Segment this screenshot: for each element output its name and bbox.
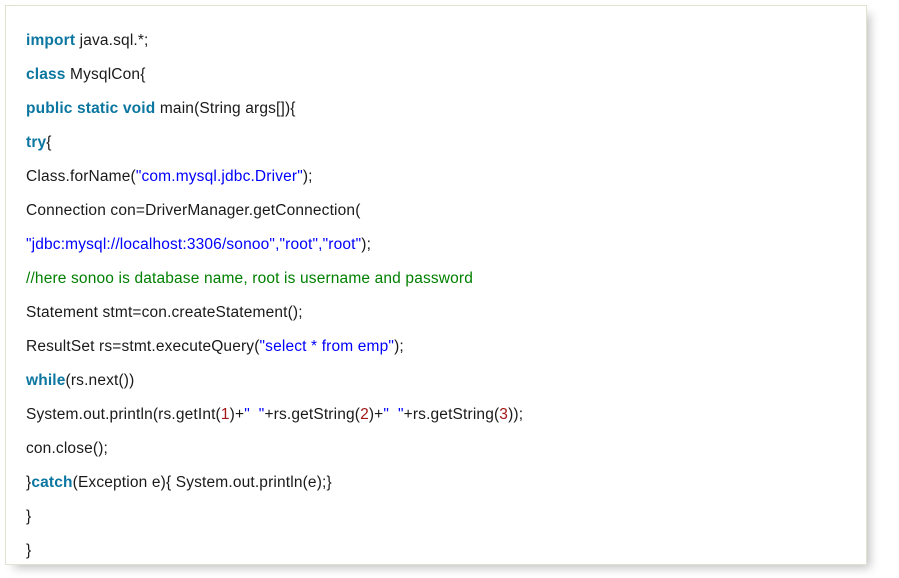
code-token-str: " "	[383, 406, 404, 423]
code-line: }	[26, 500, 866, 534]
code-token-plain: (rs.next())	[65, 372, 135, 389]
code-token-str: "jdbc:mysql://localhost:3306/sonoo","roo…	[26, 236, 362, 253]
code-token-plain: )+	[368, 406, 384, 423]
code-token-plain: Statement stmt=con.createStatement();	[26, 304, 303, 321]
code-token-plain: +rs.getString(	[264, 406, 361, 423]
code-token-cmt: //here sonoo is database name, root is u…	[26, 270, 474, 287]
code-token-plain: );	[361, 236, 372, 253]
code-token-kw: import	[26, 32, 76, 49]
code-token-str: " "	[244, 406, 265, 423]
code-line: import java.sql.*;	[26, 24, 866, 58]
code-token-plain: MysqlCon{	[65, 66, 146, 83]
code-token-str: "select * from emp"	[259, 338, 395, 355]
code-token-plain: }	[26, 508, 32, 525]
code-token-plain: {	[46, 134, 52, 151]
code-line: }catch(Exception e){ System.out.println(…	[26, 466, 866, 500]
code-token-plain: System.out.println(rs.getInt(	[26, 406, 221, 423]
code-token-kw: catch	[31, 474, 73, 491]
code-token-plain: }	[26, 474, 32, 491]
code-line: System.out.println(rs.getInt(1)+" "+rs.g…	[26, 398, 866, 432]
code-line: class MysqlCon{	[26, 58, 866, 92]
code-token-num: 2	[360, 406, 369, 423]
code-line: Connection con=DriverManager.getConnecti…	[26, 194, 866, 228]
code-line: }	[26, 534, 866, 564]
code-token-kw: while	[26, 372, 66, 389]
code-token-plain: (Exception e){ System.out.println(e);}	[72, 474, 332, 491]
code-snippet-card: import java.sql.*;class MysqlCon{public …	[5, 5, 867, 565]
code-line: "jdbc:mysql://localhost:3306/sonoo","roo…	[26, 228, 866, 262]
code-line: //here sonoo is database name, root is u…	[26, 262, 866, 296]
code-line: Statement stmt=con.createStatement();	[26, 296, 866, 330]
code-token-plain: ResultSet rs=stmt.executeQuery(	[26, 338, 260, 355]
code-line: Class.forName("com.mysql.jdbc.Driver");	[26, 160, 866, 194]
code-token-plain: )+	[229, 406, 245, 423]
code-token-plain: java.sql.*;	[75, 32, 149, 49]
code-token-plain: con.close();	[26, 440, 108, 457]
code-token-plain: );	[302, 168, 313, 185]
code-token-kw: try	[26, 134, 47, 151]
code-token-plain: );	[394, 338, 404, 355]
code-token-plain: Connection con=DriverManager.getConnecti…	[26, 202, 361, 219]
code-token-kw: public static void	[26, 100, 156, 117]
code-token-plain: ));	[508, 406, 524, 423]
code-token-plain: Class.forName(	[26, 168, 136, 185]
code-line: while(rs.next())	[26, 364, 866, 398]
code-token-num: 1	[220, 406, 230, 423]
code-token-kw: class	[26, 66, 66, 83]
code-block[interactable]: import java.sql.*;class MysqlCon{public …	[6, 6, 866, 564]
code-token-plain: +rs.getString(	[403, 406, 500, 423]
code-line: public static void main(String args[]){	[26, 92, 866, 126]
code-line: try{	[26, 126, 866, 160]
code-line: ResultSet rs=stmt.executeQuery("select *…	[26, 330, 866, 364]
code-token-str: "com.mysql.jdbc.Driver"	[135, 168, 303, 185]
code-token-num: 3	[499, 406, 509, 423]
code-token-plain: main(String args[]){	[155, 100, 296, 117]
code-token-plain: }	[26, 542, 32, 559]
code-line: con.close();	[26, 432, 866, 466]
